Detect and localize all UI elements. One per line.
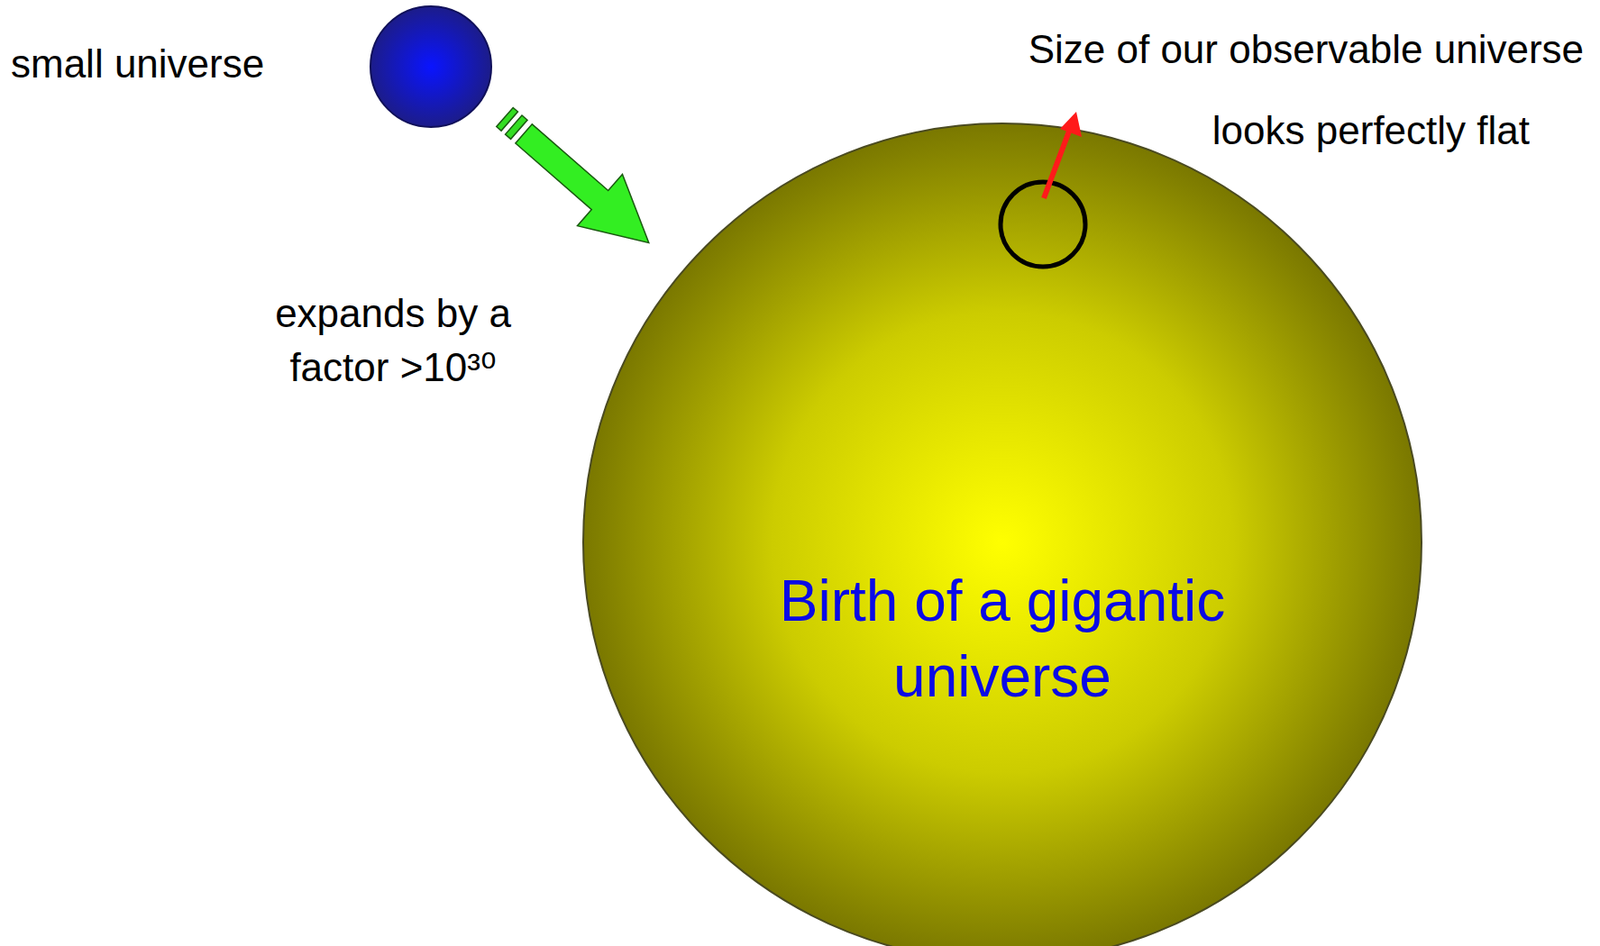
universe-sphere: Birth of a gigantic universe xyxy=(581,121,1424,946)
small-universe-sphere xyxy=(370,6,492,128)
annotation-label: Size of our observable universe xyxy=(1028,25,1584,74)
sphere-outline xyxy=(581,121,1424,946)
expansion-arrow xyxy=(482,91,672,269)
node-title: Birth of a gigantic universe xyxy=(677,563,1327,715)
annotation-label: small universe xyxy=(10,39,265,89)
annotation-label: expands by a factor >10³⁰ xyxy=(221,286,565,395)
annotation-label: looks perfectly flat xyxy=(1212,106,1530,156)
